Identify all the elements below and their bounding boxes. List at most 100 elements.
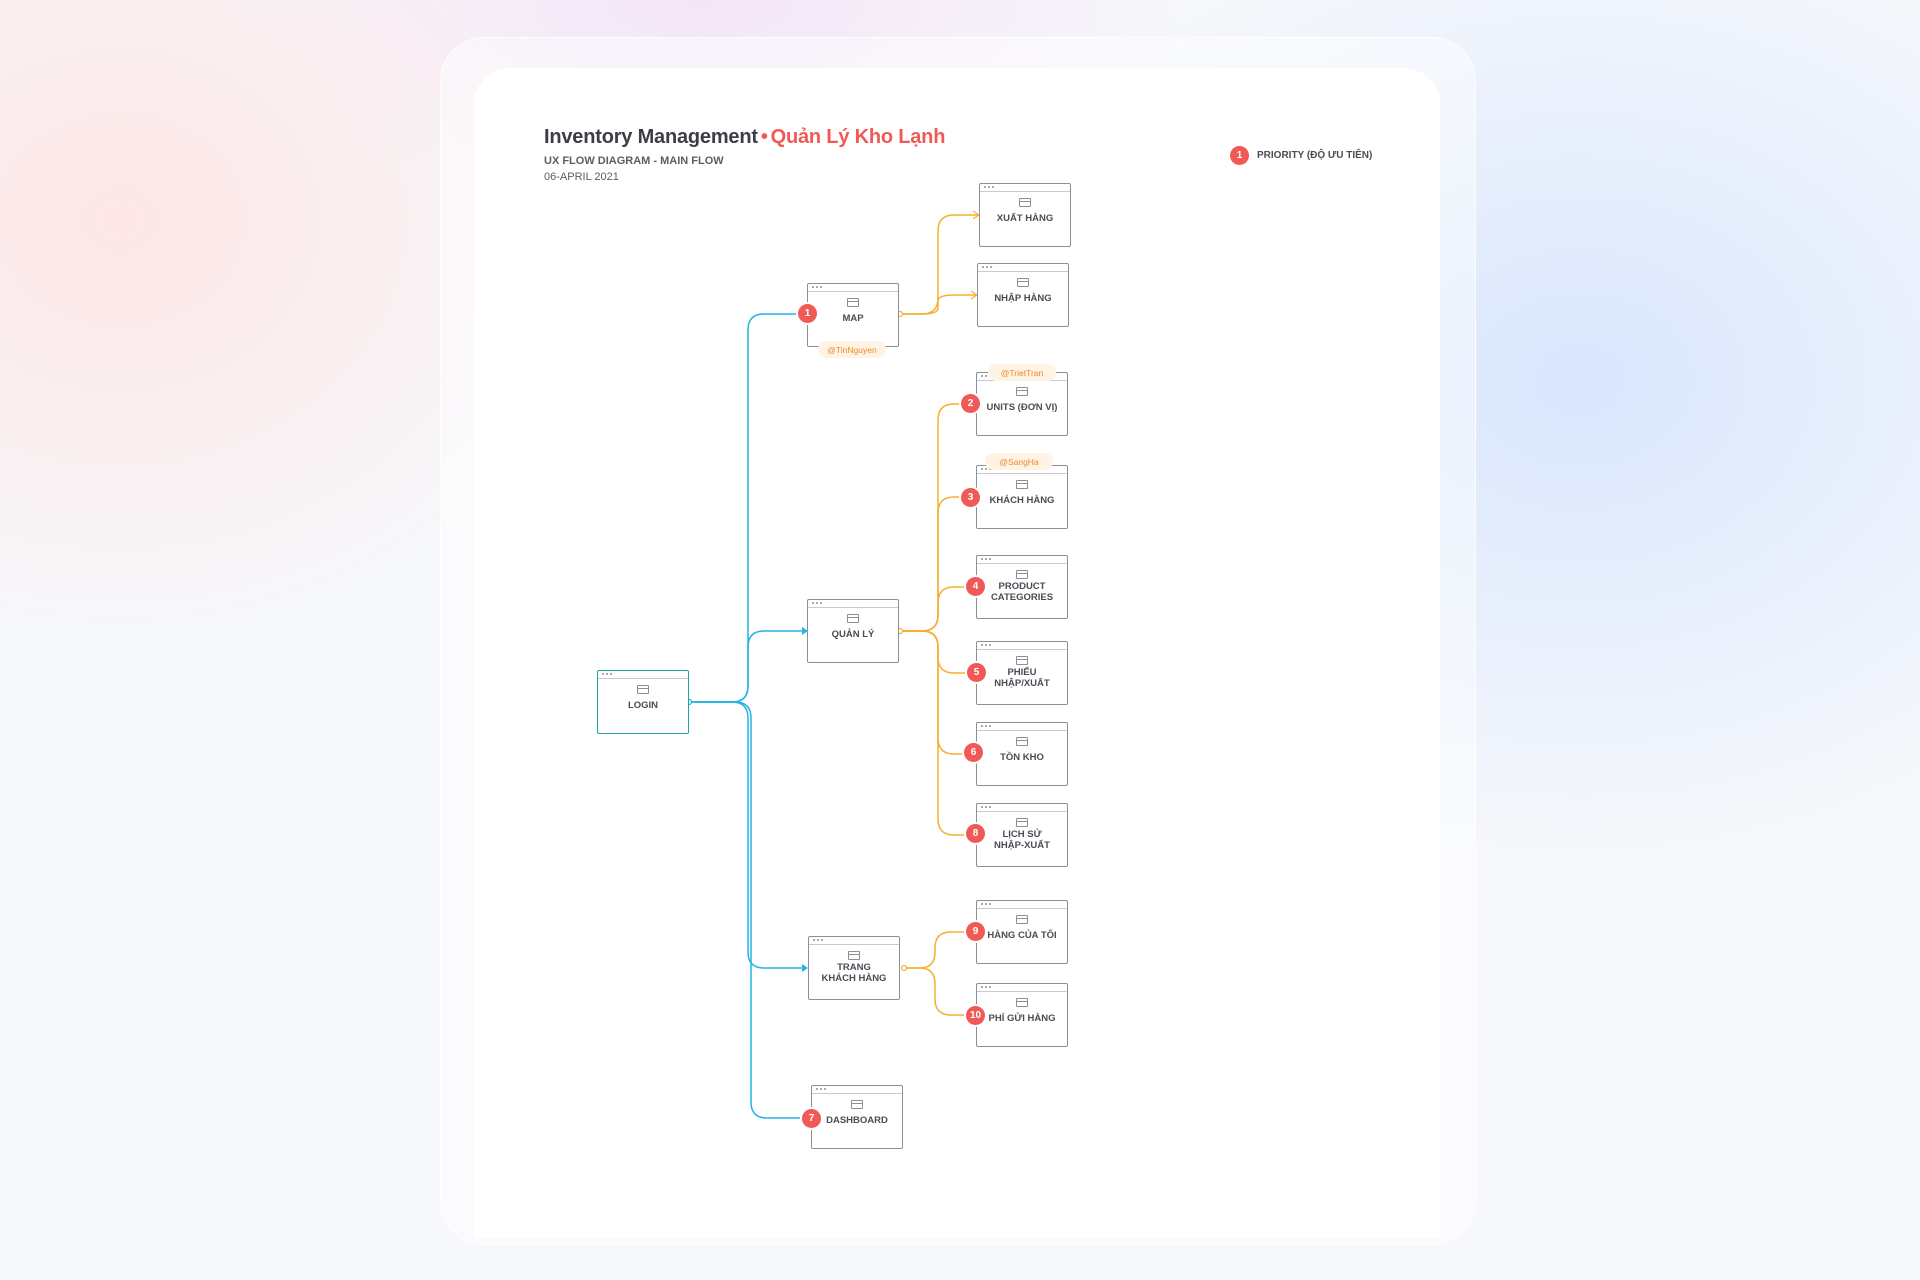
screen-phi-gui-hang[interactable]: PHÍ GỬI HÀNG	[976, 983, 1068, 1047]
screen-label: UNITS (ĐƠN VỊ)	[986, 402, 1058, 413]
screen-units[interactable]: UNITS (ĐƠN VỊ)	[976, 372, 1068, 436]
window-bar	[977, 804, 1067, 812]
window-bar	[977, 984, 1067, 992]
owner-tag-map: @TinNguyen	[818, 341, 886, 358]
screen-hang-cua-toi[interactable]: HÀNG CỦA TÔI	[976, 900, 1068, 964]
window-bar	[809, 937, 899, 945]
priority-legend: 1 PRIORITY (ĐỘ ƯU TIÊN)	[1230, 146, 1372, 165]
line-login-trang	[689, 701, 806, 969]
diagram-subtitle: UX FLOW DIAGRAM - MAIN FLOW	[544, 155, 724, 167]
owner-tag-units: @TrietTran	[988, 364, 1056, 381]
line-quanly-product	[900, 586, 975, 632]
window-icon	[637, 685, 649, 694]
label-line-1: PHIẾU	[1007, 667, 1037, 678]
line-quanly-lichsu	[900, 630, 975, 836]
canvas-card	[474, 68, 1440, 1238]
window-bar	[977, 556, 1067, 564]
screen-dashboard[interactable]: DASHBOARD	[811, 1085, 903, 1149]
primary-flow-lines	[689, 313, 810, 1119]
window-bar	[980, 184, 1070, 192]
secondary-flow-lines	[900, 214, 978, 1016]
priority-badge-map: 1	[798, 304, 817, 323]
window-icon	[1016, 387, 1028, 396]
window-icon	[1016, 998, 1028, 1007]
screen-nhap-hang[interactable]: NHẬP HÀNG	[977, 263, 1069, 327]
screen-label: LOGIN	[627, 700, 659, 711]
window-icon	[1019, 198, 1031, 207]
label-line-2: CATEGORIES	[990, 592, 1054, 603]
priority-badge-dashboard: 7	[802, 1109, 821, 1128]
window-icon	[1016, 480, 1028, 489]
window-bar	[977, 723, 1067, 731]
window-bar	[977, 901, 1067, 909]
window-icon	[847, 614, 859, 623]
line-login-dashboard	[689, 701, 810, 1119]
window-icon	[1016, 570, 1028, 579]
window-icon	[1016, 818, 1028, 827]
screen-label: PHÍ GỬI HÀNG	[988, 1013, 1056, 1024]
screen-label: DASHBOARD	[826, 1115, 888, 1126]
priority-badge-lich-su: 8	[966, 824, 985, 843]
title-separator: •	[760, 126, 768, 148]
priority-badge-product-categories: 4	[966, 577, 985, 596]
priority-badge-units: 2	[961, 394, 980, 413]
window-bar	[808, 600, 898, 608]
window-icon	[848, 951, 860, 960]
label-line-2: NHẬP-XUẤT	[994, 840, 1050, 851]
line-map-nhap	[900, 294, 976, 315]
screen-label: MAP	[842, 313, 864, 324]
label-line-1: LỊCH SỬ	[1002, 829, 1042, 840]
legend-priority-badge: 1	[1230, 146, 1249, 165]
title-accent: Quản Lý Kho Lạnh	[770, 126, 946, 148]
priority-badge-phi-gui-hang: 10	[966, 1006, 985, 1025]
screen-label: XUẤT HÀNG	[996, 213, 1054, 224]
label-line-1: TRANG	[837, 962, 871, 973]
window-icon	[1016, 737, 1028, 746]
window-bar	[808, 284, 898, 292]
window-icon	[847, 298, 859, 307]
line-trang-hang	[904, 931, 975, 969]
window-icon	[851, 1100, 863, 1109]
title-main: Inventory Management	[544, 126, 758, 148]
window-bar	[598, 671, 688, 679]
priority-badge-ton-kho: 6	[964, 743, 983, 762]
screen-quan-ly[interactable]: QUẢN LÝ	[807, 599, 899, 663]
window-bar	[812, 1086, 902, 1094]
screen-label: HÀNG CỦA TÔI	[987, 930, 1057, 941]
priority-badge-phieu: 5	[967, 663, 986, 682]
screen-khach-hang[interactable]: KHÁCH HÀNG	[976, 465, 1068, 529]
window-icon	[1017, 278, 1029, 287]
label-line-2: NHẬP/XUẤT	[994, 678, 1050, 689]
diagram-date: 06-APRIL 2021	[544, 171, 619, 183]
screen-label: KHÁCH HÀNG	[989, 495, 1055, 506]
label-line-2: KHÁCH HÀNG	[821, 973, 887, 984]
line-login-quanly	[689, 630, 806, 703]
priority-badge-hang-cua-toi: 9	[966, 922, 985, 941]
window-bar	[977, 642, 1067, 650]
priority-badge-khach-hang: 3	[961, 488, 980, 507]
screen-ton-kho[interactable]: TỒN KHO	[976, 722, 1068, 786]
window-bar	[978, 264, 1068, 272]
screen-label: TỒN KHO	[1000, 752, 1044, 763]
screen-xuat-hang[interactable]: XUẤT HÀNG	[979, 183, 1071, 247]
diagram-title: Inventory Management•Quản Lý Kho Lạnh	[544, 126, 945, 149]
legend-label: PRIORITY (ĐỘ ƯU TIÊN)	[1257, 150, 1373, 161]
window-icon	[1016, 656, 1028, 665]
screen-label: QUẢN LÝ	[831, 629, 875, 640]
line-trang-phi	[904, 967, 975, 1016]
owner-tag-khach-hang: @SangHa	[985, 453, 1053, 470]
screen-label: NHẬP HÀNG	[994, 293, 1052, 304]
window-icon	[1016, 915, 1028, 924]
screen-login[interactable]: LOGIN	[597, 670, 689, 734]
label-line-1: PRODUCT	[998, 581, 1046, 592]
screen-map[interactable]: MAP	[807, 283, 899, 347]
